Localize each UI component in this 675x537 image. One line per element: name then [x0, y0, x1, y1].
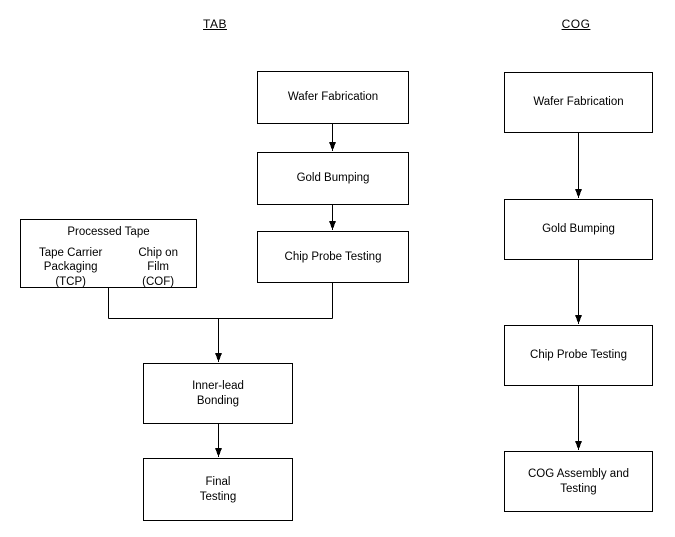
- inner-lead-bonding-box: Inner-lead Bonding: [143, 363, 293, 424]
- tab-wafer-fabrication-box: Wafer Fabrication: [257, 71, 409, 124]
- cog-chip-probe-testing-box: Chip Probe Testing: [504, 325, 653, 386]
- processed-tape-box: Processed Tape Tape Carrier Packaging (T…: [20, 219, 197, 288]
- cog-flow-title: COG: [561, 17, 591, 31]
- processed-tape-options: Tape Carrier Packaging (TCP) Chip on Fil…: [21, 246, 196, 289]
- tab-flow-title: TAB: [203, 17, 227, 31]
- tab-chip-probe-testing-box: Chip Probe Testing: [257, 231, 409, 283]
- cog-gold-bumping-box: Gold Bumping: [504, 199, 653, 260]
- final-testing-box: Final Testing: [143, 458, 293, 521]
- tab-gold-bumping-box: Gold Bumping: [257, 152, 409, 205]
- processed-tape-option-tcp: Tape Carrier Packaging (TCP): [39, 246, 103, 288]
- processed-tape-option-cof: Chip on Film (COF): [138, 246, 178, 288]
- cog-assembly-and-testing-box: COG Assembly and Testing: [504, 451, 653, 512]
- processed-tape-title: Processed Tape: [67, 226, 150, 238]
- cog-wafer-fabrication-box: Wafer Fabrication: [504, 72, 653, 133]
